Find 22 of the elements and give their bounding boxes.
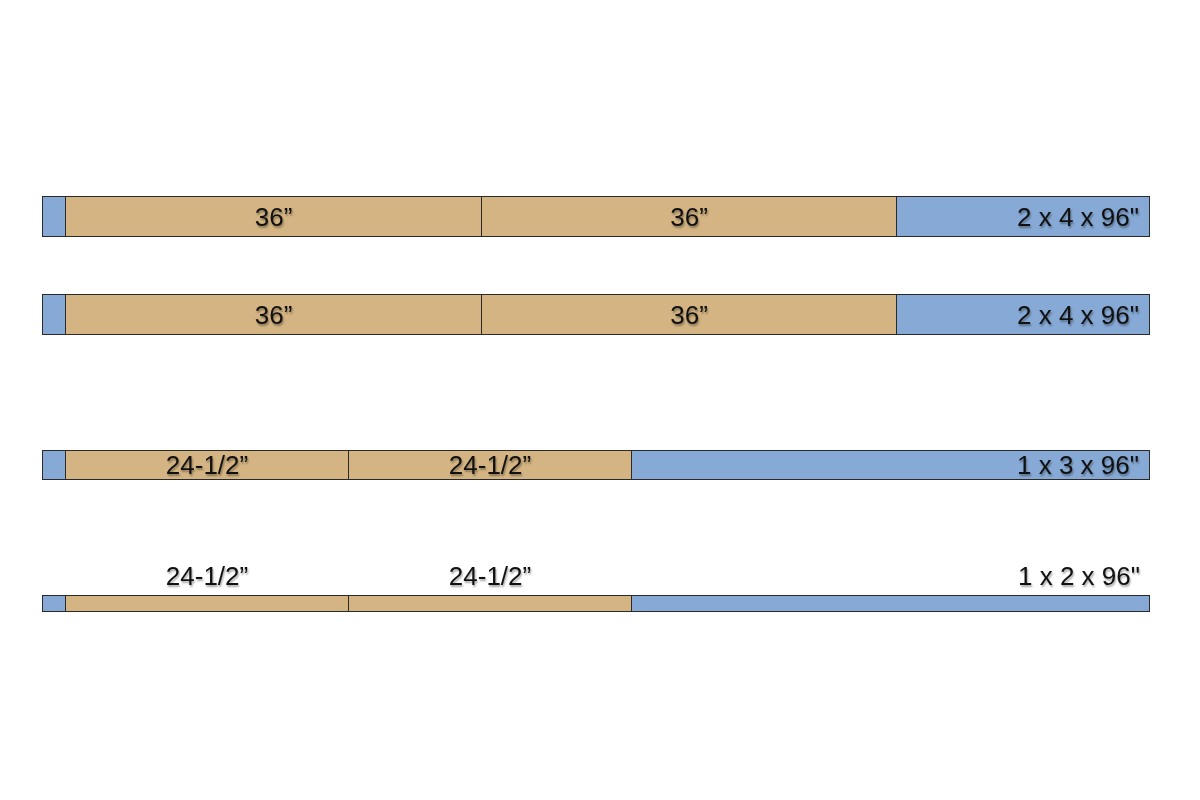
board-size-label: 1 x 3 x 96" — [1017, 452, 1139, 478]
cut-length: 36” — [670, 301, 708, 328]
board-segment — [481, 196, 897, 237]
cut-length: 24-1/2” — [165, 452, 249, 478]
board-segment — [348, 450, 632, 480]
board-end-piece — [42, 294, 66, 335]
cut-length: 24-1/2” — [448, 452, 532, 478]
board-segment — [65, 196, 482, 237]
cut-length: 24-1/2” — [448, 563, 532, 589]
board-end-piece — [42, 196, 66, 237]
board-size-label: 2 x 4 x 96" — [1017, 203, 1139, 230]
board-end-piece — [42, 595, 66, 612]
board-size-label: 1 x 2 x 96" — [1018, 563, 1140, 589]
board-end-piece — [42, 450, 66, 480]
cut-length: 36” — [670, 203, 708, 230]
cut-length: 36” — [254, 301, 293, 328]
board-segment — [65, 294, 482, 335]
cut-length: 24-1/2” — [165, 563, 249, 589]
board-segment — [65, 450, 349, 480]
board-size-label: 2 x 4 x 96" — [1017, 301, 1139, 328]
board-segment — [481, 294, 897, 335]
cut-length: 36” — [254, 203, 293, 230]
